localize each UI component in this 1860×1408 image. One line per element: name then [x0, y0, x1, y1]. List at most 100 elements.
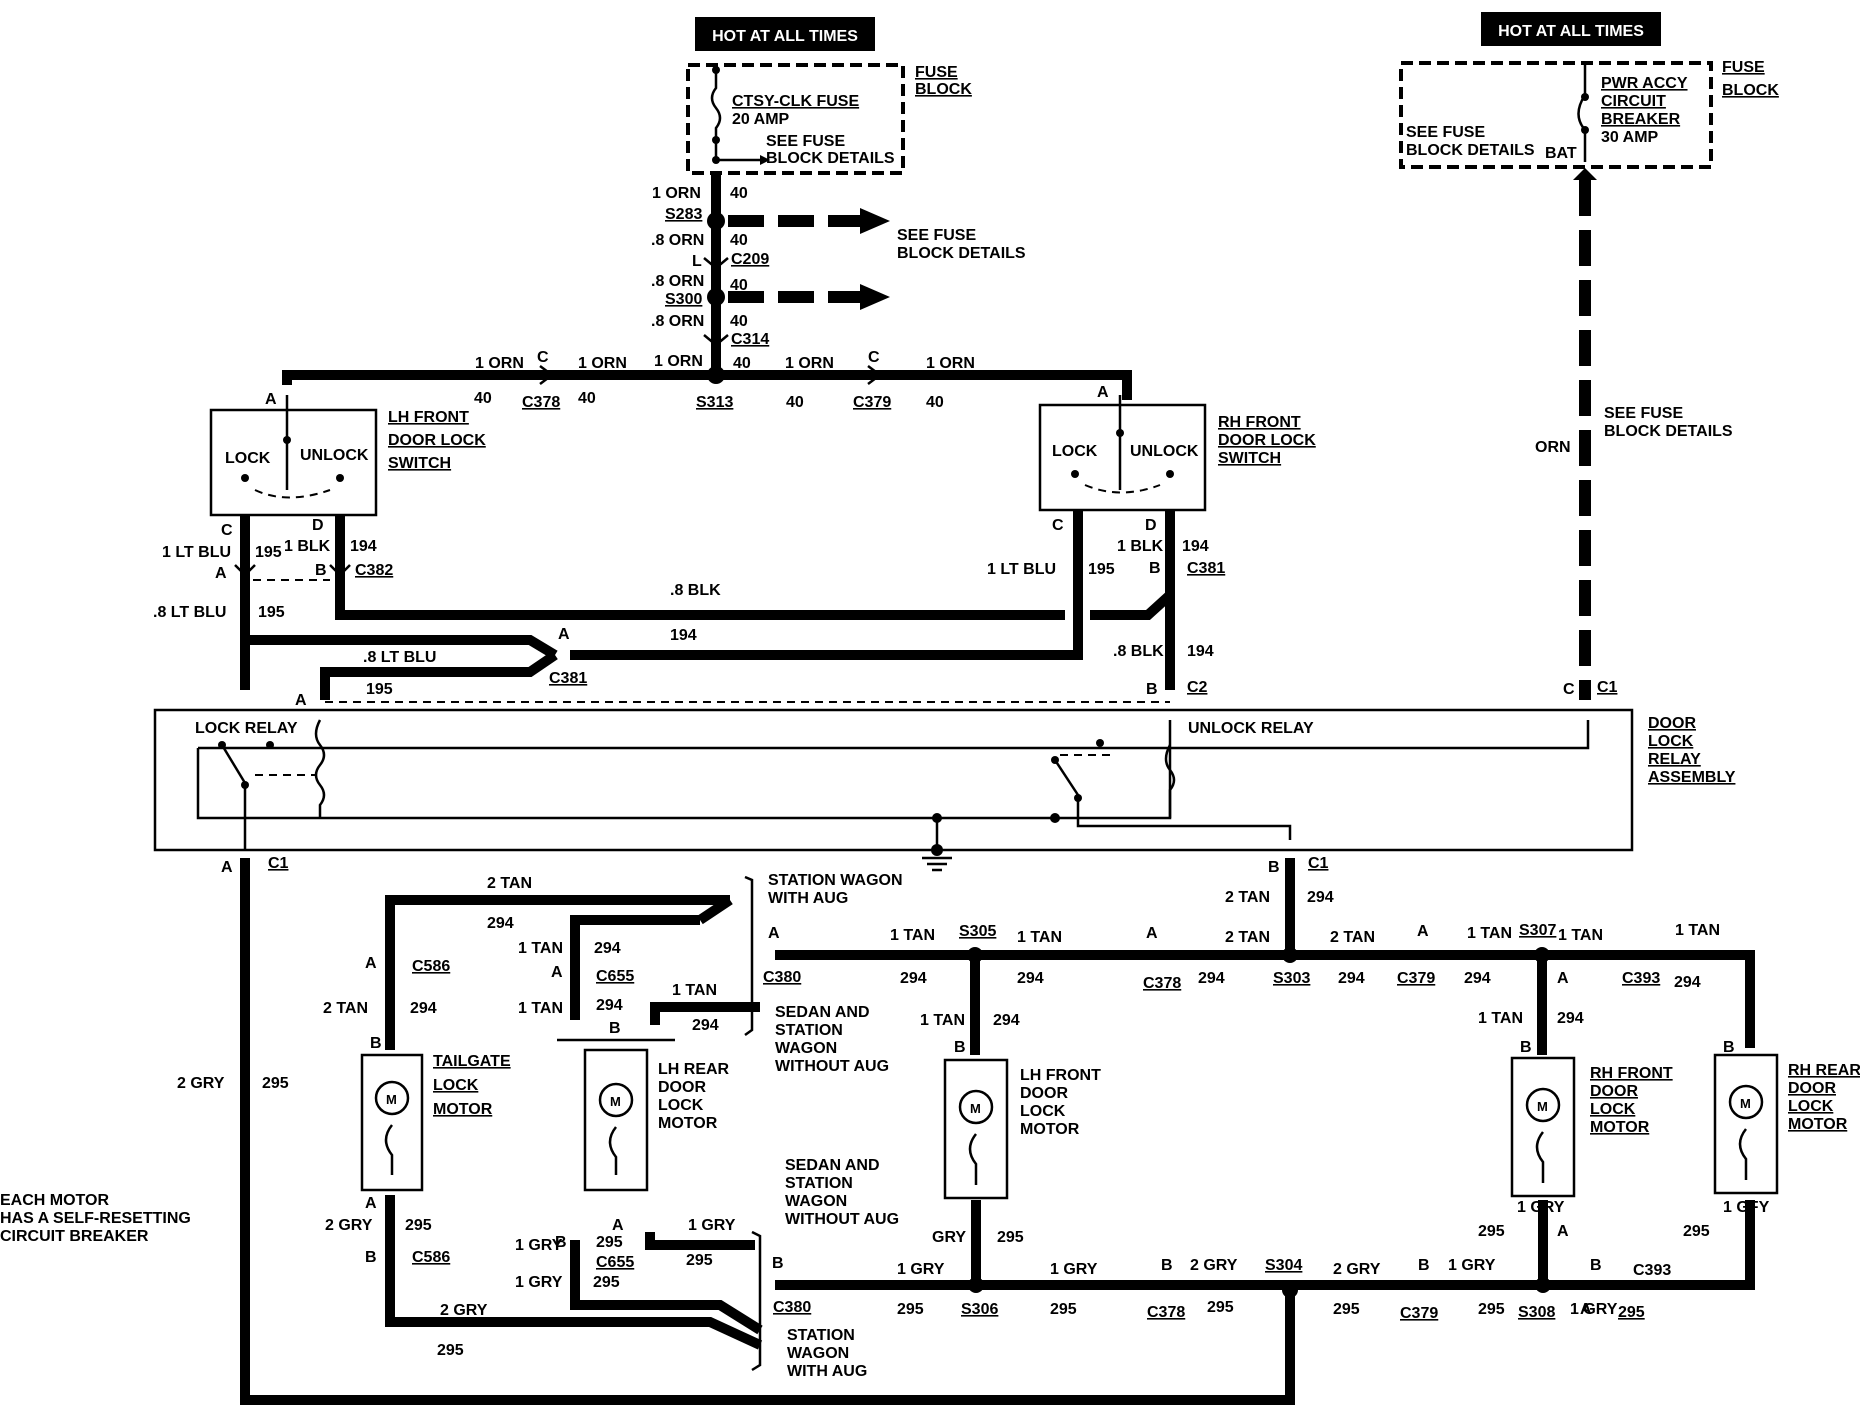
lh-rear-lock-motor	[583, 1048, 649, 1192]
fuse-see-1: SEE FUSE	[766, 133, 845, 150]
wl-161: 295	[1478, 1223, 1505, 1240]
wl-58: B	[1146, 681, 1158, 698]
wl-96: S303	[1273, 970, 1310, 987]
rhrear-1: RH REAR	[1788, 1062, 1860, 1079]
wl-2: S283	[665, 206, 702, 223]
wl-30: C	[221, 522, 233, 539]
wl-149: 295	[1333, 1301, 1360, 1318]
wl-90: 294	[1017, 970, 1044, 987]
wl-118: A	[365, 1195, 377, 1212]
wl-41: .8 BLK	[670, 582, 721, 599]
wl-88: S305	[959, 923, 996, 940]
relay-internal-bus	[196, 720, 1172, 820]
wl-84: 294	[692, 1017, 719, 1034]
wl-108: 294	[1674, 974, 1701, 991]
wl-42: 1 LT BLU	[987, 561, 1056, 578]
wl-38: C382	[355, 562, 393, 579]
wl-47: 194	[1182, 538, 1209, 555]
wl-134: GRY	[932, 1229, 966, 1246]
wl-121: B	[365, 1249, 377, 1266]
wl-77: 294	[594, 940, 621, 957]
ltblu-to-relay	[320, 650, 558, 700]
sedan-b-2: STATION	[785, 1175, 853, 1192]
wl-44: C	[1052, 517, 1064, 534]
pwr-accy-breaker	[1577, 64, 1587, 162]
tan-sw-branch	[697, 895, 733, 925]
wl-48: B	[1149, 560, 1161, 577]
wl-122: C586	[412, 1249, 450, 1266]
wl-97: 2 TAN	[1330, 929, 1375, 946]
wl-141: 1 GRY	[1050, 1261, 1098, 1278]
wl-93: C378	[1143, 975, 1181, 992]
unlock-relay-out	[1076, 798, 1292, 840]
relay-label-3: RELAY	[1648, 751, 1701, 768]
wl-22: C378	[522, 394, 560, 411]
wl-12: C314	[731, 331, 769, 348]
lock-relay-coil	[314, 719, 326, 818]
wl-43: 195	[1088, 561, 1115, 578]
wl-113: 294	[1557, 1010, 1584, 1027]
fuse-r-see-2: BLOCK DETAILS	[1406, 142, 1535, 159]
sedan-2: STATION	[775, 1022, 843, 1039]
wl-14: C	[537, 349, 549, 366]
wl-164: 295	[1683, 1223, 1710, 1240]
sw-aug-1: STATION WAGON	[768, 872, 903, 889]
lh-unlock: UNLOCK	[300, 447, 369, 464]
gry-feed-wire	[240, 858, 1295, 1405]
wl-132: 1 GRY	[688, 1217, 736, 1234]
wl-64: C1	[268, 855, 289, 872]
wl-34: 1 BLK	[284, 538, 331, 555]
wl-36: A	[215, 565, 227, 582]
splice-s313	[707, 366, 725, 384]
c379-top	[867, 365, 883, 385]
wl-16: 1 ORN	[654, 353, 703, 370]
hot-badge-right	[1481, 12, 1661, 46]
wl-24: S313	[696, 394, 733, 411]
wl-99: A	[1417, 923, 1429, 940]
wl-112: 1 TAN	[1478, 1010, 1523, 1027]
wl-39: .8 LT BLU	[153, 604, 226, 621]
wl-40: 195	[258, 604, 285, 621]
wl-131: 295	[593, 1274, 620, 1291]
lhfront-1: LH FRONT	[1020, 1067, 1101, 1084]
wl-101: 1 TAN	[1467, 925, 1512, 942]
relay-internal-top	[198, 720, 1590, 750]
sedan-b-3: WAGON	[785, 1193, 847, 1210]
wl-11: 40	[730, 313, 748, 330]
wl-123: 2 GRY	[440, 1302, 488, 1319]
c382-b	[329, 564, 351, 577]
wl-116: 2 GRY	[177, 1075, 225, 1092]
lhrear-tan-wire	[570, 915, 700, 1020]
wl-138: 1 GRY	[897, 1261, 945, 1278]
wl-55: A	[295, 692, 307, 709]
rhfront-2: DOOR	[1590, 1083, 1638, 1100]
wl-67: 2 TAN	[1225, 889, 1270, 906]
sw-aug-2: WITH AUG	[768, 890, 848, 907]
tailgate-1: TAILGATE	[433, 1053, 511, 1070]
wl-57: 194	[1187, 643, 1214, 660]
sedan-gry-wire	[645, 1232, 755, 1250]
wl-68: 294	[1307, 889, 1334, 906]
fuse-block-label-2: BLOCK	[915, 81, 972, 98]
brace-top	[744, 875, 754, 1037]
pwr-accy-4: 30 AMP	[1601, 129, 1659, 146]
rh-rear-lock-motor	[1713, 1053, 1779, 1195]
rhfront-4: MOTOR	[1590, 1119, 1650, 1136]
fuse-block-right	[1399, 61, 1713, 169]
pwr-accy-1: PWR ACCY	[1601, 75, 1688, 92]
rhrear-m: M	[1740, 1096, 1751, 1111]
motor-note-3: CIRCUIT BREAKER	[0, 1228, 149, 1245]
wl-62: ORN	[1535, 439, 1571, 456]
wl-83: 1 TAN	[672, 982, 717, 999]
rh-switch-link	[1084, 484, 1161, 494]
motor-note-2: HAS A SELF-RESETTING	[0, 1210, 191, 1227]
wl-142: 295	[1050, 1301, 1077, 1318]
lh-lock: LOCK	[225, 450, 271, 467]
lh-front-lock-motor	[943, 1058, 1009, 1200]
pwr-accy-3: BREAKER	[1601, 111, 1681, 128]
wl-74: 294	[410, 1000, 437, 1017]
sedan-4: WITHOUT AUG	[775, 1058, 889, 1075]
wl-145: 2 GRY	[1190, 1257, 1238, 1274]
lh-unlock-wire	[335, 515, 1065, 620]
wl-130: 1 GRY	[515, 1274, 563, 1291]
